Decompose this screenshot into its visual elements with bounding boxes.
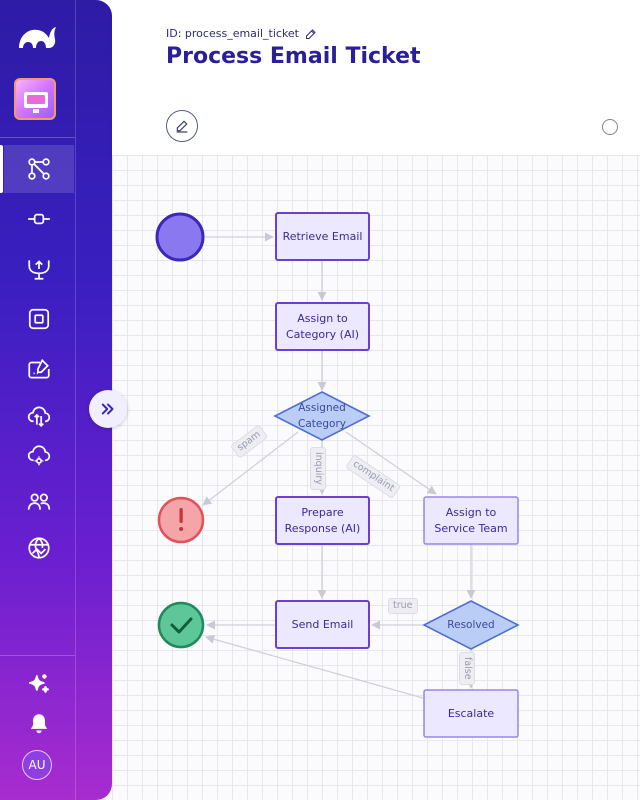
decision-assigned-category[interactable]: [273, 391, 371, 441]
nav-item-cloud-settings[interactable]: [4, 432, 74, 480]
thumbnail-stand: [33, 109, 39, 113]
bell-icon: [30, 714, 48, 734]
task-assign-service-team[interactable]: [423, 496, 519, 545]
flow-id: ID: process_email_ticket: [166, 27, 317, 40]
logo-icon[interactable]: [16, 22, 58, 52]
decision-resolved[interactable]: [422, 600, 520, 650]
success-end-event[interactable]: [157, 601, 205, 649]
error-end-event[interactable]: [157, 496, 205, 544]
pencil-icon[interactable]: [305, 28, 317, 40]
nav-item-nodes[interactable]: [4, 195, 74, 243]
task-escalate[interactable]: [423, 689, 519, 738]
task-retrieve-email[interactable]: [275, 212, 370, 261]
pen-icon: [176, 120, 188, 133]
cloud-sync-icon: [27, 406, 51, 427]
workflow-icon: [28, 158, 50, 180]
nav-item-workflows[interactable]: [0, 145, 74, 193]
double-chevron-right-icon: [101, 403, 114, 415]
edit-flow-button[interactable]: [166, 110, 198, 142]
nav-item-forms[interactable]: [4, 345, 74, 393]
project-thumbnail[interactable]: [14, 78, 56, 120]
edge-label-false: false: [459, 652, 475, 685]
edge-label-inquiry: inquiry: [310, 447, 326, 490]
sidebar-divider: [0, 137, 75, 138]
page-header: ID: process_email_ticket Process Email T…: [112, 0, 640, 155]
commit-node-icon: [28, 213, 50, 225]
expand-sidebar-button[interactable]: [89, 390, 127, 428]
nav-item-ai-assistant[interactable]: [4, 660, 74, 708]
nav-item-users[interactable]: [4, 478, 74, 526]
task-prepare-response[interactable]: [275, 496, 370, 545]
task-send-email[interactable]: [275, 600, 370, 649]
edit-card-icon: [28, 358, 50, 379]
nav-item-deploy[interactable]: [4, 245, 74, 293]
start-event[interactable]: [155, 212, 205, 262]
globe-network-icon: [28, 537, 50, 559]
edge-label-true: true: [388, 598, 418, 614]
user-avatar[interactable]: AU: [22, 750, 52, 780]
thumbnail-screen-content: [27, 95, 45, 104]
status-indicator[interactable]: [602, 119, 618, 135]
square-stop-icon: [28, 308, 50, 330]
sidebar-rail: AU: [0, 0, 76, 800]
exclamation-icon: [179, 508, 183, 523]
nav-item-cloud-sync[interactable]: [4, 392, 74, 440]
nav-item-network[interactable]: [4, 524, 74, 572]
nav-item-stop[interactable]: [4, 295, 74, 343]
nav-item-notifications[interactable]: [4, 700, 74, 748]
page-title: Process Email Ticket: [166, 44, 421, 69]
task-assign-category[interactable]: [275, 302, 370, 351]
cloud-settings-icon: [27, 445, 51, 466]
sidebar-divider: [0, 655, 75, 656]
flow-id-text: ID: process_email_ticket: [166, 27, 299, 40]
check-icon: [170, 617, 193, 634]
tray-upload-icon: [28, 260, 50, 280]
sparkles-icon: [29, 674, 49, 693]
users-icon: [27, 493, 51, 510]
